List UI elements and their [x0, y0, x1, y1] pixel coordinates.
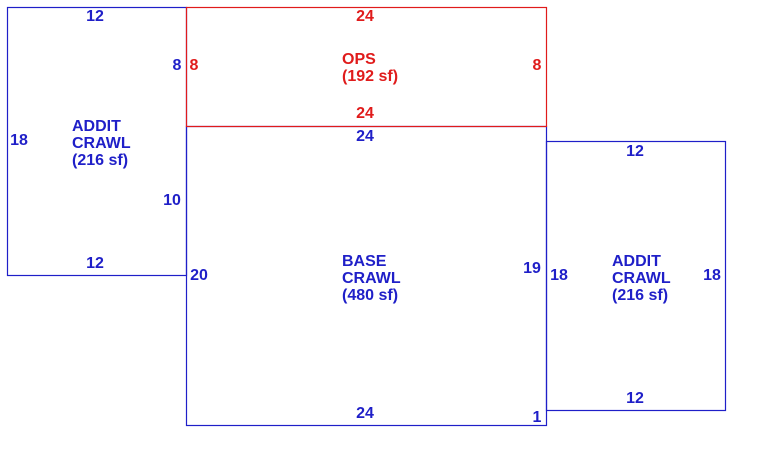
- ops-outline: [185, 6, 548, 128]
- dimension-ops-bottom: 24: [356, 105, 374, 122]
- addit-crawl-left-label: ADDIT CRAWL (216 sf): [72, 118, 131, 169]
- area-name-line2: CRAWL: [72, 135, 131, 152]
- dimension-base-left: 20: [190, 267, 208, 284]
- dimension-ops-top: 24: [356, 8, 374, 25]
- area-size: (192 sf): [342, 68, 399, 85]
- dimension-addit-right-left: 18: [550, 267, 568, 284]
- area-size: (216 sf): [72, 152, 129, 169]
- dimension-addit-right-right: 18: [703, 267, 721, 284]
- area-name-line1: OPS: [342, 51, 376, 68]
- addit-crawl-right-outline: [545, 140, 727, 412]
- area-name-line1: BASE: [342, 253, 387, 270]
- base-crawl-label: BASE CRAWL (480 sf): [342, 253, 401, 304]
- area-name-line1: ADDIT: [72, 118, 121, 135]
- area-size: (216 sf): [612, 287, 669, 304]
- dimension-addit-left-right-upper: 8: [172, 57, 182, 74]
- dimension-addit-right-top: 12: [626, 143, 644, 160]
- dimension-ops-left: 8: [189, 57, 199, 74]
- dimension-addit-left-left: 18: [10, 132, 28, 149]
- ops-label: OPS (192 sf): [342, 51, 398, 85]
- dimension-base-top: 24: [356, 128, 374, 145]
- dimension-addit-left-right-lower: 10: [163, 192, 181, 209]
- dimension-ops-right: 8: [532, 57, 542, 74]
- area-name-line2: CRAWL: [342, 270, 401, 287]
- dimension-base-bottom: 24: [356, 405, 374, 422]
- dimension-base-corner: 1: [532, 409, 542, 426]
- dimension-addit-left-bottom: 12: [86, 255, 104, 272]
- area-size: (480 sf): [342, 287, 399, 304]
- dimension-base-right: 19: [523, 260, 541, 277]
- dimension-addit-left-top: 12: [86, 8, 104, 25]
- addit-crawl-right-label: ADDIT CRAWL (216 sf): [612, 253, 671, 304]
- dimension-addit-right-bottom: 12: [626, 390, 644, 407]
- area-name-line2: CRAWL: [612, 270, 671, 287]
- area-name-line1: ADDIT: [612, 253, 661, 270]
